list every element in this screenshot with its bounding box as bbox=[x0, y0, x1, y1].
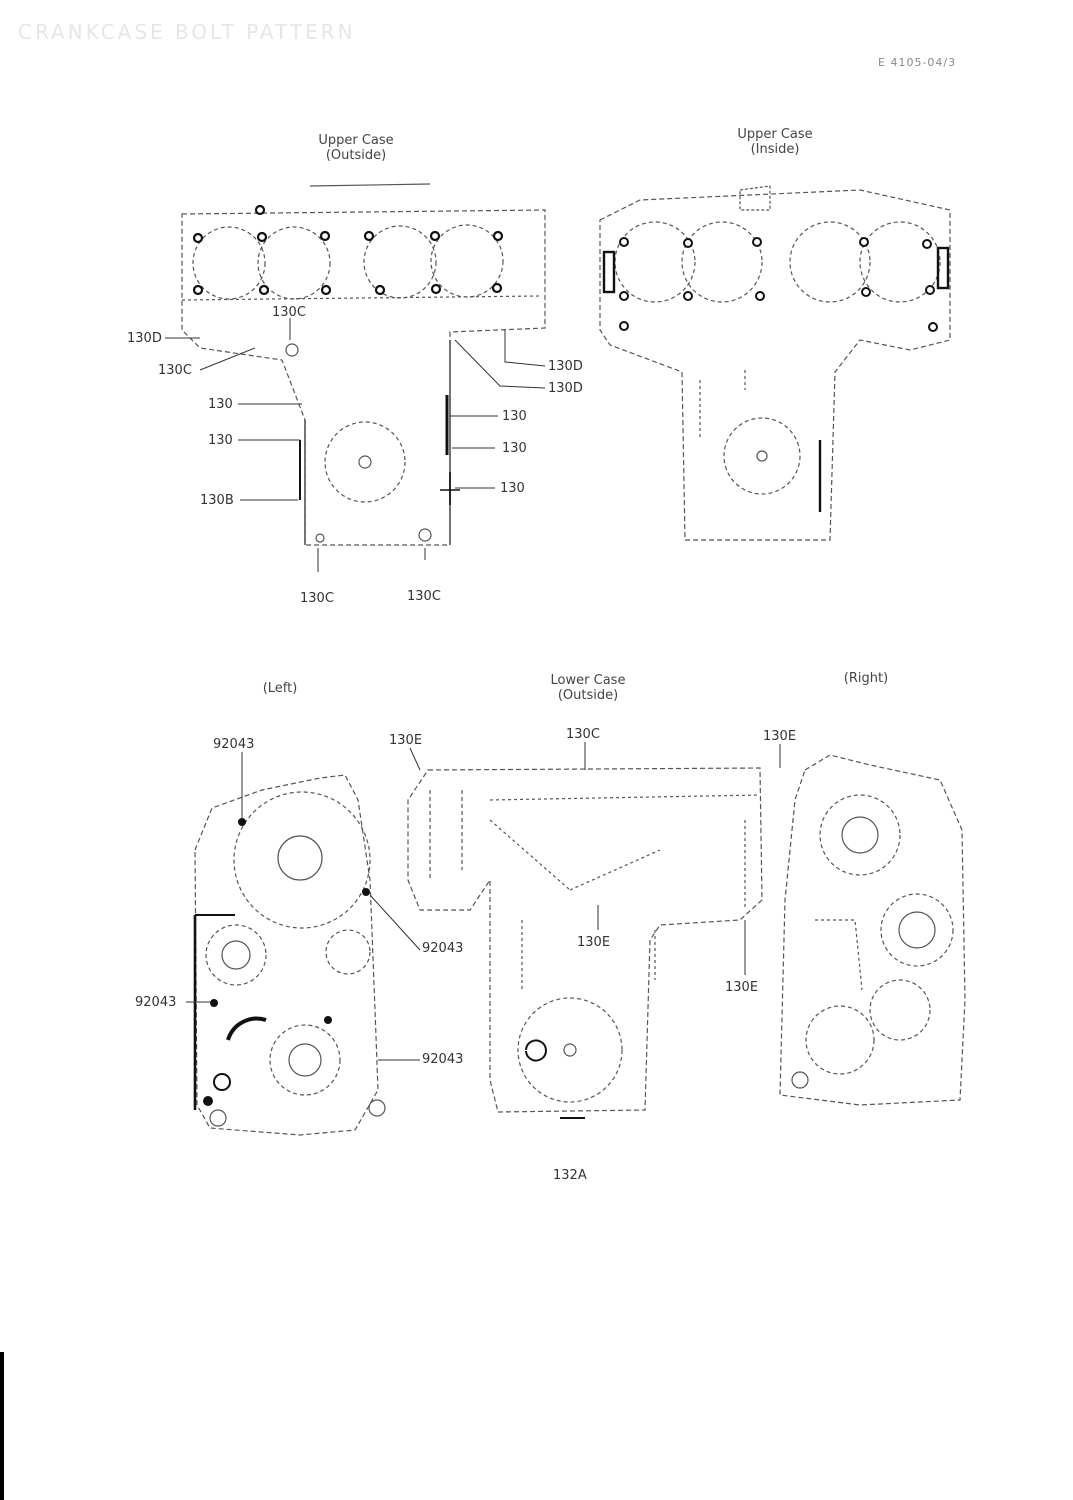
faint-header-title: CRANKCASE BOLT PATTERN bbox=[18, 20, 356, 44]
upper-case-outside-drawing bbox=[181, 183, 546, 546]
upper-outside-title-line2: (Outside) bbox=[325, 148, 387, 163]
callout-uo-left-1: 130D bbox=[127, 331, 162, 346]
callout-uo-right-3: 130 bbox=[502, 409, 527, 424]
upper-case-inside-drawing bbox=[599, 185, 951, 541]
upper-inside-title: Upper Case (Inside) bbox=[715, 127, 835, 157]
lower-outside-title: Lower Case (Outside) bbox=[528, 673, 648, 703]
callout-uo-left-2: 130C bbox=[158, 363, 192, 378]
callout-uo-left-5: 130B bbox=[200, 493, 234, 508]
callout-130e-right: 130E bbox=[763, 729, 797, 744]
callout-uo-left-3: 130 bbox=[208, 397, 233, 412]
page-code: E 4105-04/3 bbox=[878, 56, 957, 69]
upper-inside-title-line1: Upper Case bbox=[737, 127, 813, 142]
lower-right-title-line1: (Right) bbox=[843, 671, 889, 686]
upper-outside-bolt-holes bbox=[192, 204, 504, 296]
upper-inside-title-line2: (Inside) bbox=[750, 142, 800, 157]
callout-130c-top: 130C bbox=[566, 727, 600, 742]
lower-left-title-line1: (Left) bbox=[262, 681, 298, 696]
left-case-bolts bbox=[203, 818, 370, 1106]
upper-outside-title-line1: Upper Case bbox=[318, 133, 394, 148]
callout-130e-left: 130E bbox=[389, 733, 423, 748]
callout-leader-lines bbox=[165, 318, 781, 1061]
callout-130e-mid: 130E bbox=[577, 935, 611, 950]
callout-132a: 132A bbox=[553, 1168, 587, 1183]
callout-uo-bottom-1: 130C bbox=[300, 591, 334, 606]
callout-uo-right-1: 130D bbox=[548, 359, 583, 374]
callout-uo-left-4: 130 bbox=[208, 433, 233, 448]
upper-outside-title: Upper Case (Outside) bbox=[296, 133, 416, 163]
callout-uo-right-2: 130D bbox=[548, 381, 583, 396]
upper-inside-bolt-holes bbox=[619, 237, 938, 332]
callout-92043-top: 92043 bbox=[213, 737, 255, 752]
callout-92043-bottom: 92043 bbox=[422, 1052, 464, 1067]
lower-case-outside-drawing bbox=[407, 767, 763, 1119]
lower-case-right-drawing bbox=[779, 754, 966, 1106]
scan-edge-bar bbox=[0, 1352, 4, 1500]
lower-right-title: (Right) bbox=[826, 671, 906, 686]
callout-130e-low: 130E bbox=[725, 980, 759, 995]
lower-case-left-drawing bbox=[193, 774, 386, 1136]
callout-uo-bottom-2: 130C bbox=[407, 589, 441, 604]
callout-92043-left: 92043 bbox=[135, 995, 177, 1010]
lower-left-title: (Left) bbox=[240, 681, 320, 696]
callout-92043-right: 92043 bbox=[422, 941, 464, 956]
lower-outside-title-line1: Lower Case bbox=[550, 673, 626, 688]
callout-uo-right-5: 130 bbox=[500, 481, 525, 496]
lower-outside-title-line2: (Outside) bbox=[557, 688, 619, 703]
callout-uo-right-4: 130 bbox=[502, 441, 527, 456]
callout-uo-top: 130C bbox=[272, 305, 306, 320]
